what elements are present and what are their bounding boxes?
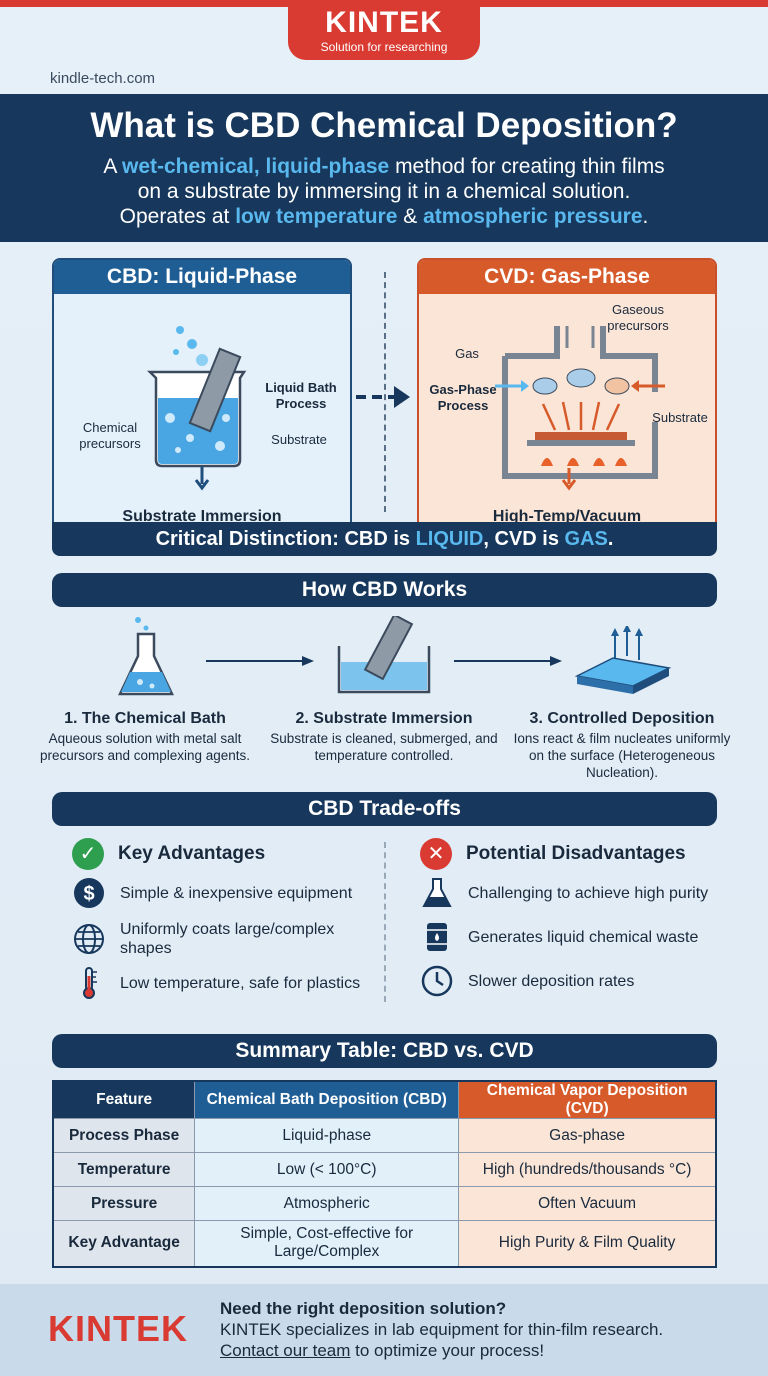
down-arrow-icon: [194, 466, 210, 491]
cbd-substrate-label: Substrate: [271, 432, 327, 447]
brand-tagline: Solution for researching: [320, 40, 448, 54]
summary-table-header: Summary Table: CBD vs. CVD: [52, 1034, 717, 1068]
dollar-icon: $: [72, 876, 106, 910]
step-3-desc: Ions react & film nucleates uniformly on…: [513, 731, 731, 780]
liquid-bath-label: Liquid Bath Process: [265, 380, 337, 411]
disadvantage-item: Challenging to achieve high purity: [420, 876, 708, 910]
step-3-title: 3. Controlled Deposition: [529, 710, 715, 727]
chemical-precursors-label: Chemical precursors: [79, 420, 141, 451]
advantages-column: ✓ Key Advantages $ Simple & inexpensive …: [72, 838, 392, 1008]
step-1-desc: Aqueous solution with metal salt precurs…: [39, 731, 251, 763]
contact-team-link[interactable]: Contact our team: [220, 1341, 351, 1360]
x-mark-icon: ✕: [420, 838, 452, 870]
deposition-film-icon: [574, 626, 672, 694]
step-2-desc: Substrate is cleaned, submerged, and tem…: [270, 731, 498, 763]
waste-barrel-icon: [420, 920, 454, 954]
critical-distinction-banner: Critical Distinction: CBD is LIQUID, CVD…: [52, 522, 717, 556]
step-substrate-immersion: 2. Substrate Immersion Substrate is clea…: [269, 612, 499, 764]
disadvantage-item: Generates liquid chemical waste: [420, 920, 698, 954]
disadvantages-column: ✕ Potential Disadvantages Challenging to…: [420, 838, 740, 1008]
gas-label: Gas: [455, 346, 479, 361]
advantage-item: Low temperature, safe for plastics: [72, 966, 360, 1000]
brand-name: KINTEK: [325, 6, 443, 39]
step-2-title: 2. Substrate Immersion: [295, 710, 473, 727]
step-1-title: 1. The Chemical Bath: [64, 710, 226, 727]
panel-divider: [384, 272, 386, 512]
clock-icon: [420, 964, 454, 998]
cvd-chamber-illustration: [495, 326, 665, 479]
brand-logo-tab[interactable]: KINTEK Solution for researching: [288, 0, 480, 60]
col-header-cbd: Chemical Bath Deposition (CBD): [194, 1080, 460, 1119]
footer-text: Need the right deposition solution? KINT…: [220, 1299, 664, 1360]
step-arrow-icon: [454, 656, 562, 666]
footer-logo[interactable]: KINTEK: [48, 1308, 188, 1349]
flask-icon: [118, 617, 174, 696]
table-row: Pressure Atmospheric Often Vacuum: [52, 1186, 717, 1221]
cvd-panel-footer: High-Temp/Vacuum: [492, 508, 642, 525]
advantage-item: $ Simple & inexpensive equipment: [72, 876, 352, 910]
table-row: Key Advantage Simple, Cost-effective for…: [52, 1220, 717, 1267]
site-url[interactable]: kindle-tech.com: [50, 70, 156, 87]
step-chemical-bath: 1. The Chemical Bath Aqueous solution wi…: [30, 612, 260, 764]
cvd-gas-phase-panel: CVD: Gas-Phase Gaseous precursors Gas Ga…: [417, 258, 717, 530]
cbd-panel-title: CBD: Liquid-Phase: [54, 260, 350, 294]
thermometer-icon: [72, 966, 106, 1000]
disadvantage-item: Slower deposition rates: [420, 964, 634, 998]
immersion-tank-icon: [337, 616, 431, 694]
cvd-substrate-label: Substrate: [652, 410, 708, 425]
hero-description: A wet-chemical, liquid-phase method for …: [103, 155, 665, 228]
disadvantages-title: Potential Disadvantages: [466, 843, 686, 864]
cbd-liquid-phase-panel: CBD: Liquid-Phase Liquid Bath Process Ch…: [52, 258, 352, 530]
flask-icon: [420, 876, 454, 910]
footer-cta: KINTEK Need the right deposition solutio…: [0, 1284, 768, 1376]
gaseous-precursors-label: Gaseous precursors: [607, 302, 669, 333]
table-row: Temperature Low (< 100°C) High (hundreds…: [52, 1152, 717, 1187]
tradeoffs-header: CBD Trade-offs: [52, 792, 717, 826]
advantages-title: Key Advantages: [118, 843, 266, 864]
how-cbd-works-header: How CBD Works: [52, 573, 717, 607]
right-arrow-icon: [356, 386, 410, 408]
step-arrow-icon: [206, 656, 314, 666]
table-header-row: Feature Chemical Bath Deposition (CBD) C…: [52, 1080, 717, 1119]
col-header-cvd: Chemical Vapor Deposition (CVD): [458, 1080, 717, 1119]
cvd-panel-title: CVD: Gas-Phase: [419, 260, 715, 294]
col-header-feature: Feature: [52, 1080, 196, 1119]
page-title: What is CBD Chemical Deposition?: [90, 106, 678, 145]
tradeoffs-divider: [384, 842, 386, 1002]
gas-phase-process-label: Gas-Phase Process: [429, 382, 497, 413]
checkmark-icon: ✓: [72, 838, 104, 870]
beaker-illustration: [146, 326, 247, 468]
table-row: Process Phase Liquid-phase Gas-phase: [52, 1118, 717, 1153]
advantage-item: Uniformly coats large/complex shapes: [72, 920, 360, 958]
summary-table: Feature Chemical Bath Deposition (CBD) C…: [52, 1080, 717, 1268]
svg-text:$: $: [83, 883, 94, 905]
cbd-panel-footer: Substrate Immersion: [122, 508, 282, 525]
globe-icon: [72, 922, 106, 956]
down-arrow-icon: [561, 468, 577, 491]
hero-banner: What is CBD Chemical Deposition? A wet-c…: [0, 94, 768, 242]
step-controlled-deposition: 3. Controlled Deposition Ions react & fi…: [507, 612, 737, 781]
